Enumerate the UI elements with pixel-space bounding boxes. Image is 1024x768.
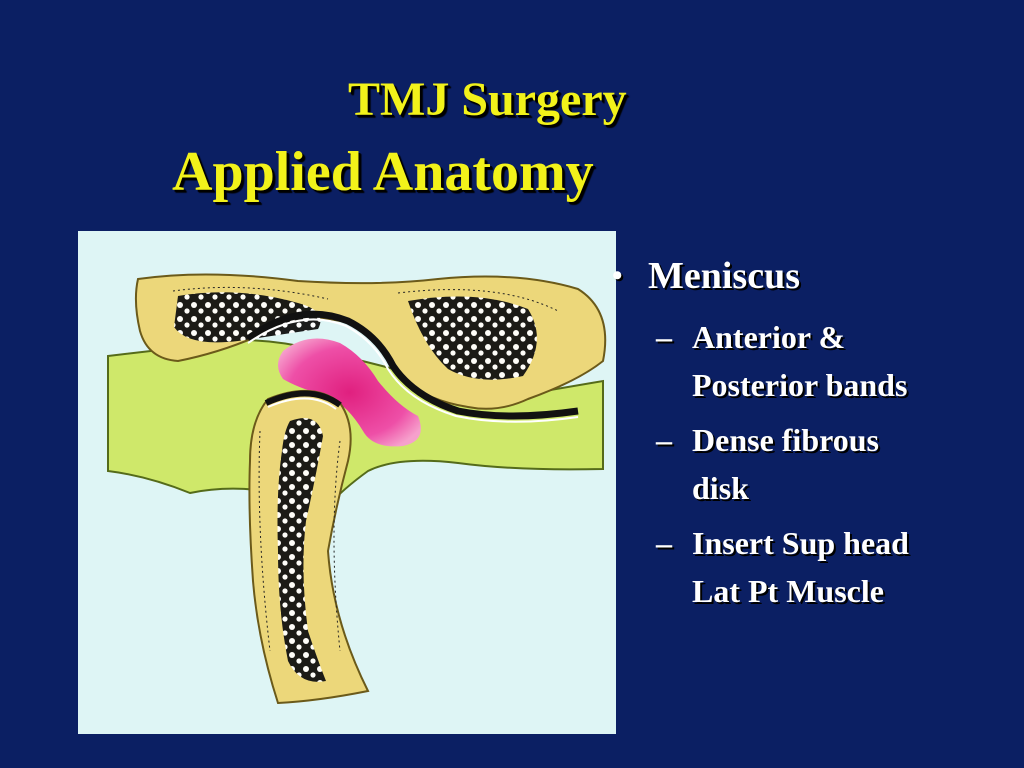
fossa-outline bbox=[245, 310, 579, 420]
slide-subtitle: Applied Anatomy bbox=[172, 141, 594, 203]
sub-bullet-item: – Insert Sup head Lat Pt Muscle bbox=[612, 519, 942, 615]
sub-bullet-text: Dense fibrous disk bbox=[692, 422, 879, 506]
sub-bullet-marker: – bbox=[656, 525, 672, 561]
slide-title: TMJ Surgery bbox=[348, 73, 627, 126]
sub-bullet-list: – Anterior & Posterior bands – Dense fib… bbox=[612, 313, 1012, 615]
mandible-condyle-shape bbox=[248, 389, 370, 705]
sub-bullet-item: – Anterior & Posterior bands bbox=[612, 313, 942, 409]
temporal-marrow-2 bbox=[408, 296, 537, 380]
bullet-main-text: Meniscus bbox=[648, 255, 800, 297]
sub-bullet-marker: – bbox=[656, 319, 672, 355]
temporal-marrow bbox=[174, 292, 321, 343]
bullet-list: • Meniscus – Anterior & Posterior bands … bbox=[612, 253, 1012, 622]
bullet-marker: • bbox=[612, 259, 623, 292]
sub-bullet-text: Anterior & Posterior bands bbox=[692, 319, 908, 403]
condyle-cartilage bbox=[264, 390, 342, 408]
bullet-main-item: • Meniscus bbox=[612, 253, 1012, 299]
sub-bullet-marker: – bbox=[656, 422, 672, 458]
sub-bullet-text: Insert Sup head Lat Pt Muscle bbox=[692, 525, 909, 609]
mandible-marrow bbox=[277, 418, 326, 682]
meniscus-disc bbox=[278, 338, 421, 447]
sub-bullet-item: – Dense fibrous disk bbox=[612, 416, 942, 512]
tmj-anatomy-illustration bbox=[78, 231, 616, 734]
